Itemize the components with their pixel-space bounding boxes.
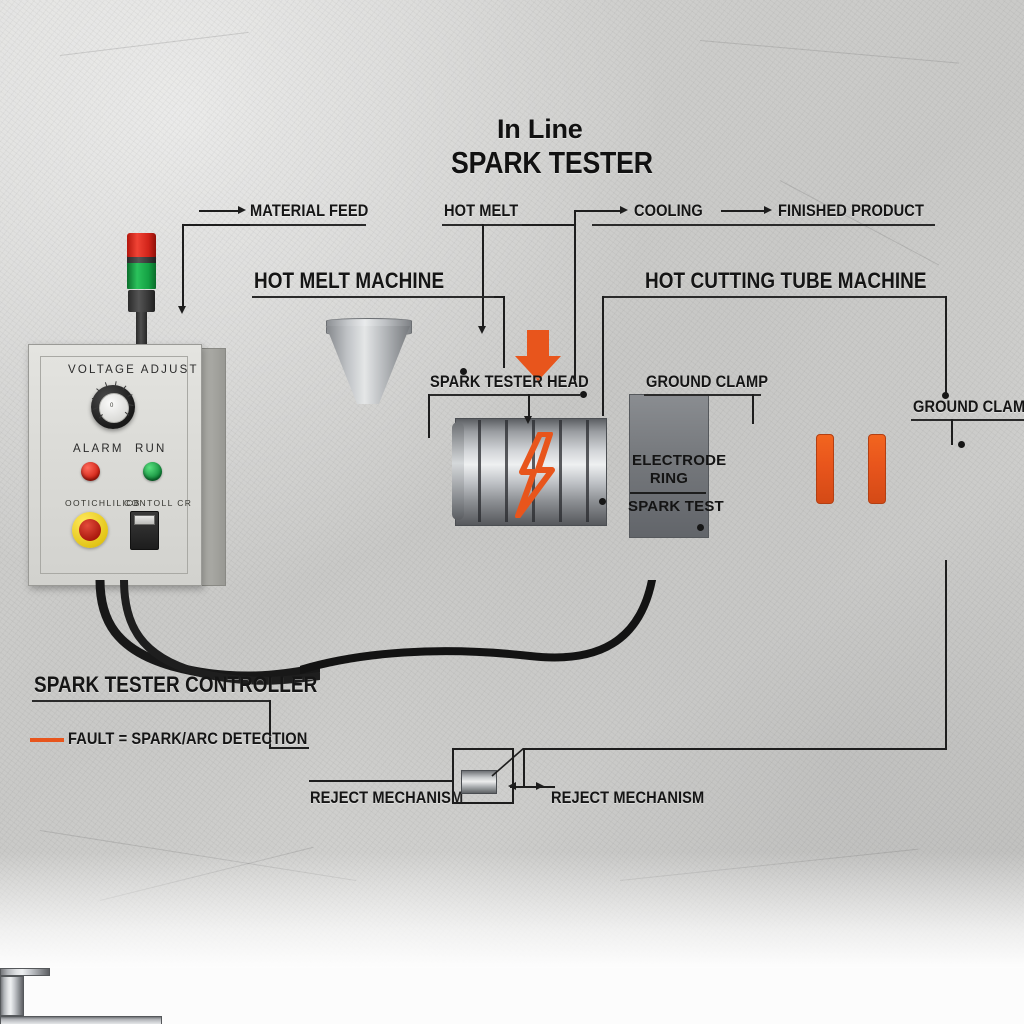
hopper-flange [0, 968, 50, 976]
extruder-shaft [0, 1016, 162, 1024]
background-bottom-fade [0, 0, 1024, 968]
hopper-throat [0, 976, 24, 1016]
